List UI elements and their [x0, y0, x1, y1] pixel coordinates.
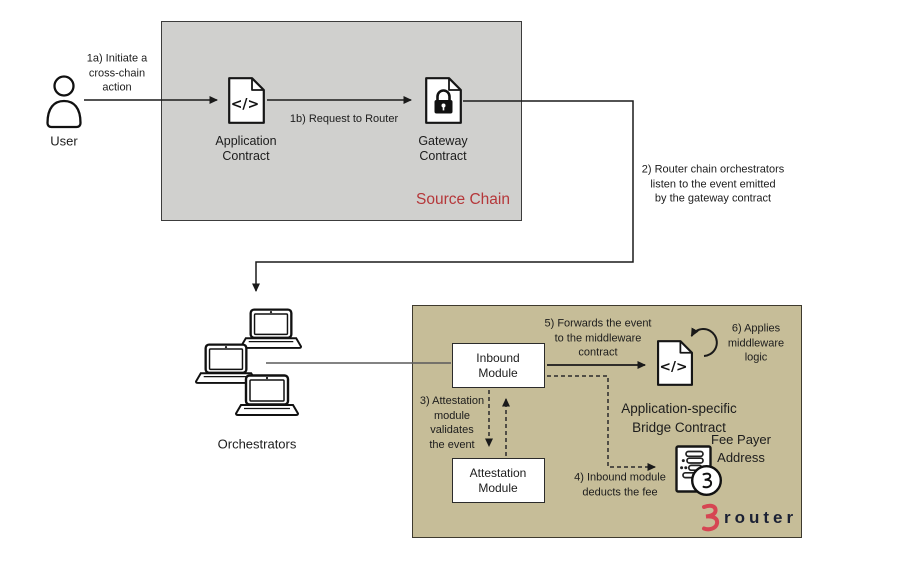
code-glyph: </>: [231, 97, 260, 113]
annotation-step-5: 5) Forwards the event to the middleware …: [544, 317, 652, 359]
code-document-icon: </>: [228, 77, 265, 124]
lock-document-icon: [425, 77, 462, 124]
user-label: User: [50, 133, 78, 149]
laptop-icon: [235, 374, 299, 417]
source-chain-label: Source Chain: [416, 191, 510, 208]
annotation-step-4: 4) Inbound module deducts the fee: [574, 471, 666, 499]
bridge-contract-label: Application-specific Bridge Contract: [621, 401, 737, 435]
inbound-module-box: [452, 343, 545, 388]
annotation-step-6: 6) Applies middleware logic: [727, 322, 785, 364]
fee-payer-address-label: Fee Payer Address: [711, 432, 771, 465]
attestation-module-box: [452, 458, 545, 503]
router-glyph-icon: [702, 503, 720, 532]
orchestrators-label: Orchestrators: [217, 436, 297, 452]
code-document-icon: </>: [656, 340, 694, 386]
annotation-step-1a: 1a) Initiate a cross-chain action: [86, 52, 148, 94]
annotation-step-2: 2) Router chain orchestrators listen to …: [641, 163, 785, 205]
annotation-step-1b: 1b) Request to Router: [289, 112, 399, 125]
router-coin-icon: [690, 464, 723, 497]
attestation-module-label: Attestation Module: [469, 466, 527, 495]
gateway-contract-label: Gateway Contract: [418, 134, 468, 163]
application-contract-label: Application Contract: [215, 134, 277, 163]
person-icon: [46, 75, 82, 129]
code-glyph: </>: [660, 359, 688, 375]
inbound-module-label: Inbound Module: [476, 351, 520, 380]
annotation-step-3: 3) Attestation module validates the even…: [419, 395, 485, 451]
router-logo-text: router: [724, 508, 798, 527]
